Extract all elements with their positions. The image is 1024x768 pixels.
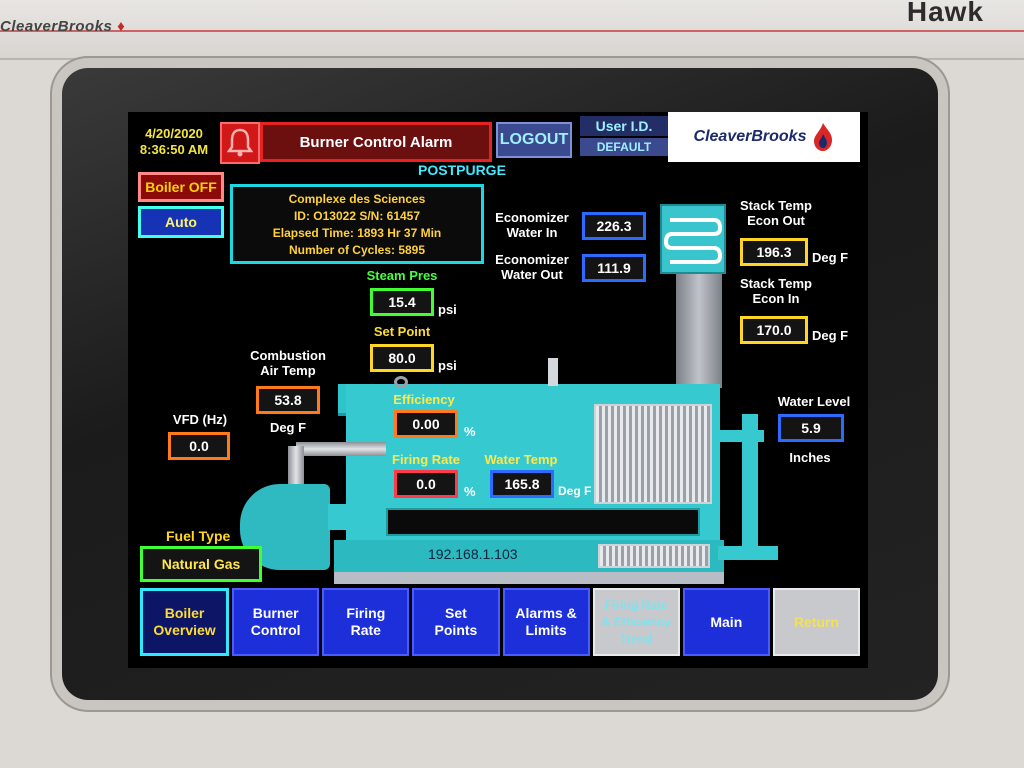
panel-brand-logo: CleaverBrooks ♦ [0, 18, 126, 35]
water-column-pipe-bottom [718, 546, 778, 560]
hmi-screen: 4/20/2020 8:36:50 AM Burner Control Alar… [128, 112, 868, 668]
panel-model-name: Hawk [906, 0, 984, 27]
boiler-rear-door [594, 404, 712, 504]
ip-address: 192.168.1.103 [428, 546, 518, 562]
datetime-display: 4/20/2020 8:36:50 AM [134, 126, 214, 158]
water-level-value[interactable]: 5.9 [778, 414, 844, 442]
site-name: Complexe des Sciences [288, 192, 426, 206]
water-temp-value[interactable]: 165.8 [490, 470, 554, 498]
stack-econ-in-unit: Deg F [812, 328, 849, 343]
steam-pres-label: Steam Pres [366, 268, 438, 283]
sequence-status: POSTPURGE [418, 162, 506, 178]
economizer-graphic [660, 204, 726, 274]
water-column-pipe [742, 414, 758, 554]
efficiency-value[interactable]: 0.00 [394, 410, 458, 438]
user-id-value[interactable]: DEFAULT [580, 138, 668, 156]
safety-valve [548, 358, 558, 386]
logout-button[interactable]: LOGOUT [496, 122, 572, 158]
burner-connection [328, 504, 362, 530]
nav-main[interactable]: Main [682, 588, 770, 656]
user-id-label: User I.D. [580, 116, 668, 136]
water-level-label: Water Level [777, 394, 851, 409]
boiler-info-panel: Complexe des Sciences ID: O13022 S/N: 61… [230, 184, 484, 264]
cycle-count: Number of Cycles: 5895 [288, 243, 426, 257]
nav-alarms-limits[interactable]: Alarms &Limits [502, 588, 590, 656]
alarm-bell-button[interactable] [220, 122, 260, 164]
stack-econ-in-value[interactable]: 170.0 [740, 316, 808, 344]
set-point-unit: psi [438, 358, 457, 373]
efficiency-unit: % [464, 424, 476, 439]
set-point-label: Set Point [373, 324, 431, 339]
flame-icon [814, 123, 833, 151]
fuel-type-label: Fuel Type [166, 528, 231, 544]
economizer-out-value[interactable]: 111.9 [582, 254, 646, 282]
panel-stripe [0, 30, 1024, 32]
boiler-skid [334, 572, 724, 584]
lifting-lug [394, 376, 408, 388]
elapsed-time: Elapsed Time: 1893 Hr 37 Min [272, 226, 442, 240]
gas-pipe-horizontal [296, 442, 386, 456]
water-level-unit: Inches [789, 450, 831, 465]
bell-icon [227, 128, 253, 157]
water-temp-unit: Deg F [558, 484, 592, 498]
id-serial: ID: O13022 S/N: 61457 [293, 209, 421, 223]
combustion-air-value[interactable]: 53.8 [256, 386, 320, 414]
steam-pres-unit: psi [438, 302, 457, 317]
fuel-type-value[interactable]: Natural Gas [140, 546, 262, 582]
vfd-label: VFD (Hz) [172, 412, 228, 427]
vfd-value[interactable]: 0.0 [168, 432, 230, 460]
economizer-coil-icon [663, 218, 723, 264]
firing-rate-label: Firing Rate [392, 452, 460, 467]
set-point-value[interactable]: 80.0 [370, 344, 434, 372]
steam-pres-value[interactable]: 15.4 [370, 288, 434, 316]
firing-rate-value[interactable]: 0.0 [394, 470, 458, 498]
efficiency-label: Efficiency [393, 392, 455, 407]
alarm-banner[interactable]: Burner Control Alarm [260, 122, 492, 162]
mode-auto-button[interactable]: Auto [138, 206, 224, 238]
time-text: 8:36:50 AM [139, 142, 209, 157]
firing-rate-unit: % [464, 484, 476, 499]
brand-logo: CleaverBrooks [668, 112, 860, 162]
boiler-base-grille [598, 544, 710, 568]
boiler-state-button[interactable]: Boiler OFF [138, 172, 224, 202]
water-temp-label: Water Temp [484, 452, 558, 467]
economizer-in-value[interactable]: 226.3 [582, 212, 646, 240]
date-text: 4/20/2020 [145, 126, 203, 141]
boiler-firetube [386, 508, 700, 536]
stack-econ-out-unit: Deg F [812, 250, 849, 265]
stack-econ-out-value[interactable]: 196.3 [740, 238, 808, 266]
combustion-air-unit: Deg F [269, 420, 307, 435]
nav-return[interactable]: Return [772, 588, 860, 656]
brand-logo-text: CleaverBrooks [693, 128, 807, 145]
